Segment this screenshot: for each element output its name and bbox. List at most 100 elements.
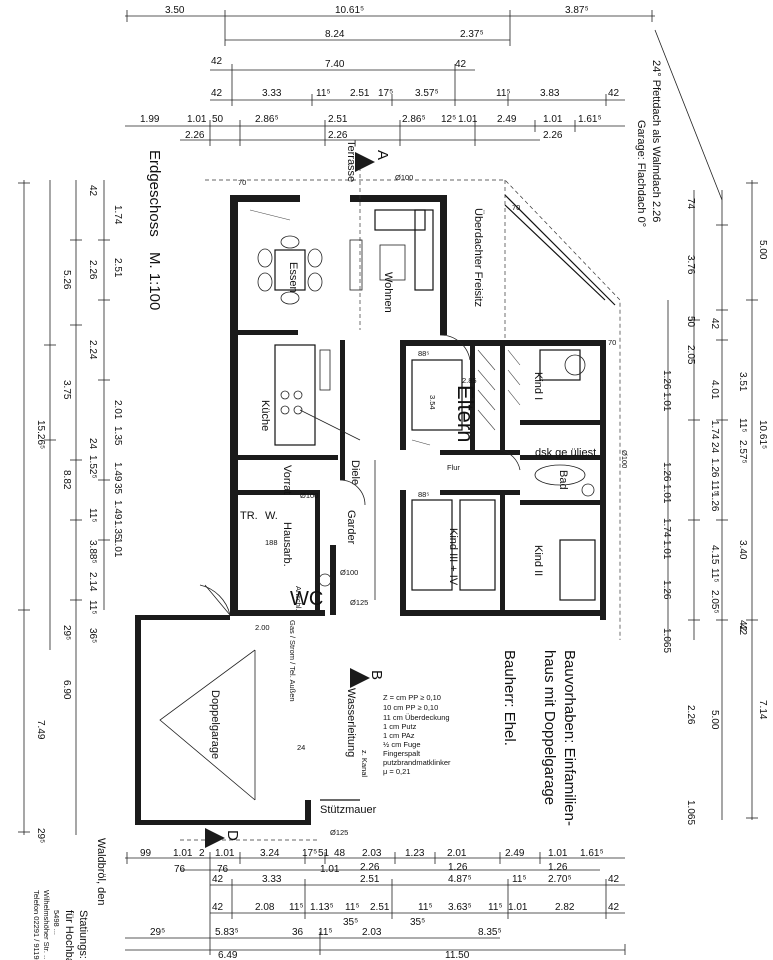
small-n188: 188 xyxy=(265,538,278,547)
dim-top-r2-1: 2.37⁵ xyxy=(460,29,484,40)
dim-bottom-r4-6: 11⁵ xyxy=(418,902,433,913)
dim-bottom-r4-10: 2.82 xyxy=(555,902,575,913)
dim-left-c3-8: 11⁵ xyxy=(87,600,98,615)
dim-left-c1-0: 15.26⁵ xyxy=(35,420,46,449)
dim-right-c2-4: 3.51 xyxy=(737,372,748,392)
small-d100b: Ø100 xyxy=(620,450,629,468)
dim-right-c2-7: 3.40 xyxy=(737,540,748,560)
dim-bottom-r1-5: 17⁵ xyxy=(302,848,317,859)
dim-left-c3-1: 2.26 xyxy=(87,260,98,280)
dim-bottom-r5-6: 35⁵ xyxy=(410,917,425,928)
dim-left-c3-5: 11⁵ xyxy=(87,508,98,523)
dim-top-r5-7: 1.01 xyxy=(458,114,478,125)
dim-top-r5-3: 2.86⁵ xyxy=(255,114,279,125)
legend-line-3: 1 cm Putz xyxy=(383,722,417,731)
living-sofa xyxy=(349,209,434,291)
dim-left-c4-0: 1.74 xyxy=(112,205,123,225)
dim-right-c1-0: 5.00 xyxy=(757,240,768,260)
dim-left-c4-4: 1.49 xyxy=(112,462,123,482)
dim-top-r4-3: 2.51 xyxy=(350,88,370,99)
dim-bottom-r1-3: 1.01 xyxy=(215,848,235,859)
dim-right-c4-3: 1.01 xyxy=(661,484,672,504)
dim-top-r1-1: 10.61⁵ xyxy=(335,5,364,16)
dim-top-r4-2: 11⁵ xyxy=(316,88,331,99)
dim-top-r4-8: 42 xyxy=(608,88,620,99)
dim-bottom-r3-5: 11⁵ xyxy=(512,874,527,885)
dim-bottom-r1-13: 1.61⁵ xyxy=(580,848,604,859)
dim-bottom-r1-6: 51 xyxy=(318,848,330,859)
dim-top-r5-10: 1.61⁵ xyxy=(578,114,602,125)
dim-right-c2-9: 2.26 xyxy=(685,705,696,725)
dim-top-r4-7: 3.83 xyxy=(540,88,560,99)
dim-bottom-r3-4: 4.87⁵ xyxy=(448,874,472,885)
project-label-2: haus mit Doppelgarage xyxy=(541,650,558,805)
dim-bottom-r1-9: 1.23 xyxy=(405,848,425,859)
dim-bottom-r1-2: 2 xyxy=(199,848,205,859)
dim-bottom-r2-1: 76 xyxy=(217,864,229,875)
dim-right-c3-0: 42 xyxy=(709,318,720,330)
dim-right-c4-0: 1.26 xyxy=(661,370,672,390)
section-markers: A B D xyxy=(205,150,391,848)
dim-top-r6-2: 2.26 xyxy=(543,130,563,141)
dim-right-c4-7: 1.065 xyxy=(661,628,672,653)
dim-bottom-r4-5: 2.51 xyxy=(370,902,390,913)
architect-line-3: 5498 ... xyxy=(52,910,61,935)
dim-bottom-r5-5: 2.03 xyxy=(362,927,382,938)
dim-right-c1-2: 7.14 xyxy=(757,700,768,720)
scale-label: M. 1:100 xyxy=(146,252,163,310)
dim-bottom-r4-2: 11⁵ xyxy=(289,902,304,913)
dim-right-c2-8: 42 xyxy=(737,620,748,632)
section-mark-b: B xyxy=(368,670,385,680)
small-d100c: Ø100 xyxy=(300,491,318,500)
dim-top-r2-0: 8.24 xyxy=(325,29,345,40)
bed-kind-1 xyxy=(539,349,581,381)
roof-leader-line xyxy=(654,29,723,201)
room-w: W. xyxy=(265,510,278,522)
dim-left-c4-2: 2.01 xyxy=(112,400,123,420)
dim-left-c3-7: 2.14 xyxy=(87,572,98,592)
architect-line-2: für Hochbau xyxy=(63,910,75,960)
dim-right-c1-1: 10.61⁵ xyxy=(757,420,768,449)
dim-bottom-r5-1: 5.83⁵ xyxy=(215,927,239,938)
architect-line-1: Statiungs: und xyxy=(77,910,89,960)
architect-stamp: Statiungs: und für Hochbau 5498 ... Wilh… xyxy=(32,890,89,960)
furniture xyxy=(180,209,596,841)
room-wc: WC xyxy=(290,588,323,610)
dim-top-r5-0: 1.99 xyxy=(140,114,160,125)
dim-bottom-r5-0: 29⁵ xyxy=(150,927,165,938)
dim-right-c4-1: 1.01 xyxy=(661,392,672,412)
small-d125a: Ø125 xyxy=(350,598,368,607)
dim-bottom-r3-1: 3.33 xyxy=(262,874,282,885)
dim-top-r5-5: 2.86⁵ xyxy=(402,114,426,125)
dim-bottom-r5-4: 35⁵ xyxy=(343,917,358,928)
small-n354: 3.54 xyxy=(428,395,437,410)
dim-right-c2-10: 5.00 xyxy=(709,710,720,730)
dim-right-c3-3: 24 xyxy=(709,442,720,454)
dim-bottom-r4-7: 3.63⁵ xyxy=(448,902,472,913)
bed-kind-3 xyxy=(411,499,453,591)
dim-bottom-r3-0: 42 xyxy=(212,874,224,885)
left-dimension-chains: 15.26⁵ 7.49 5.26 3.75 8.82 29⁵ 42 2.26 2… xyxy=(18,180,123,843)
legend-line-1: 10 cm PP ≥ 0,10 xyxy=(383,703,438,712)
room-hausarb: Hausarb. xyxy=(281,522,293,567)
dim-top-r6-1: 2.26 xyxy=(328,130,348,141)
dim-top-r5-1: 1.01 xyxy=(187,114,207,125)
floor-title: Erdgeschoss xyxy=(146,150,163,237)
dim-top-r5-8: 2.49 xyxy=(497,114,517,125)
dim-left-c1-1: 7.49 xyxy=(35,720,46,740)
legend-line-4: 1 cm PAz xyxy=(383,731,415,740)
dim-top-r1-2: 3.87⁵ xyxy=(565,5,589,16)
inline-dimensions: Ø100 Ø100 Ø100 Ø100 Ø125 Ø125 70 70 70 8… xyxy=(238,173,629,837)
dim-right-c2-0: 74 xyxy=(685,198,696,210)
right-dimension-chains: 5.00 10.61⁵ 7.14 74 3.76 50 2.05 3.51 11… xyxy=(661,180,768,825)
dim-bottom-r4-3: 1.13⁵ xyxy=(310,902,334,913)
dim-bottom-r2-3: 1.26 xyxy=(448,862,468,873)
dim-right-c3-7: 4.15 xyxy=(709,545,720,565)
shower-tray xyxy=(564,354,586,376)
room-anschl: Anschl. xyxy=(294,586,303,611)
house-walls xyxy=(230,195,606,620)
dim-right-c4-2: 1.26 xyxy=(661,462,672,482)
architect-line-5: Telefon 02291 / 91192 xyxy=(32,890,41,960)
dim-bottom-r5-2: 36 xyxy=(292,927,304,938)
